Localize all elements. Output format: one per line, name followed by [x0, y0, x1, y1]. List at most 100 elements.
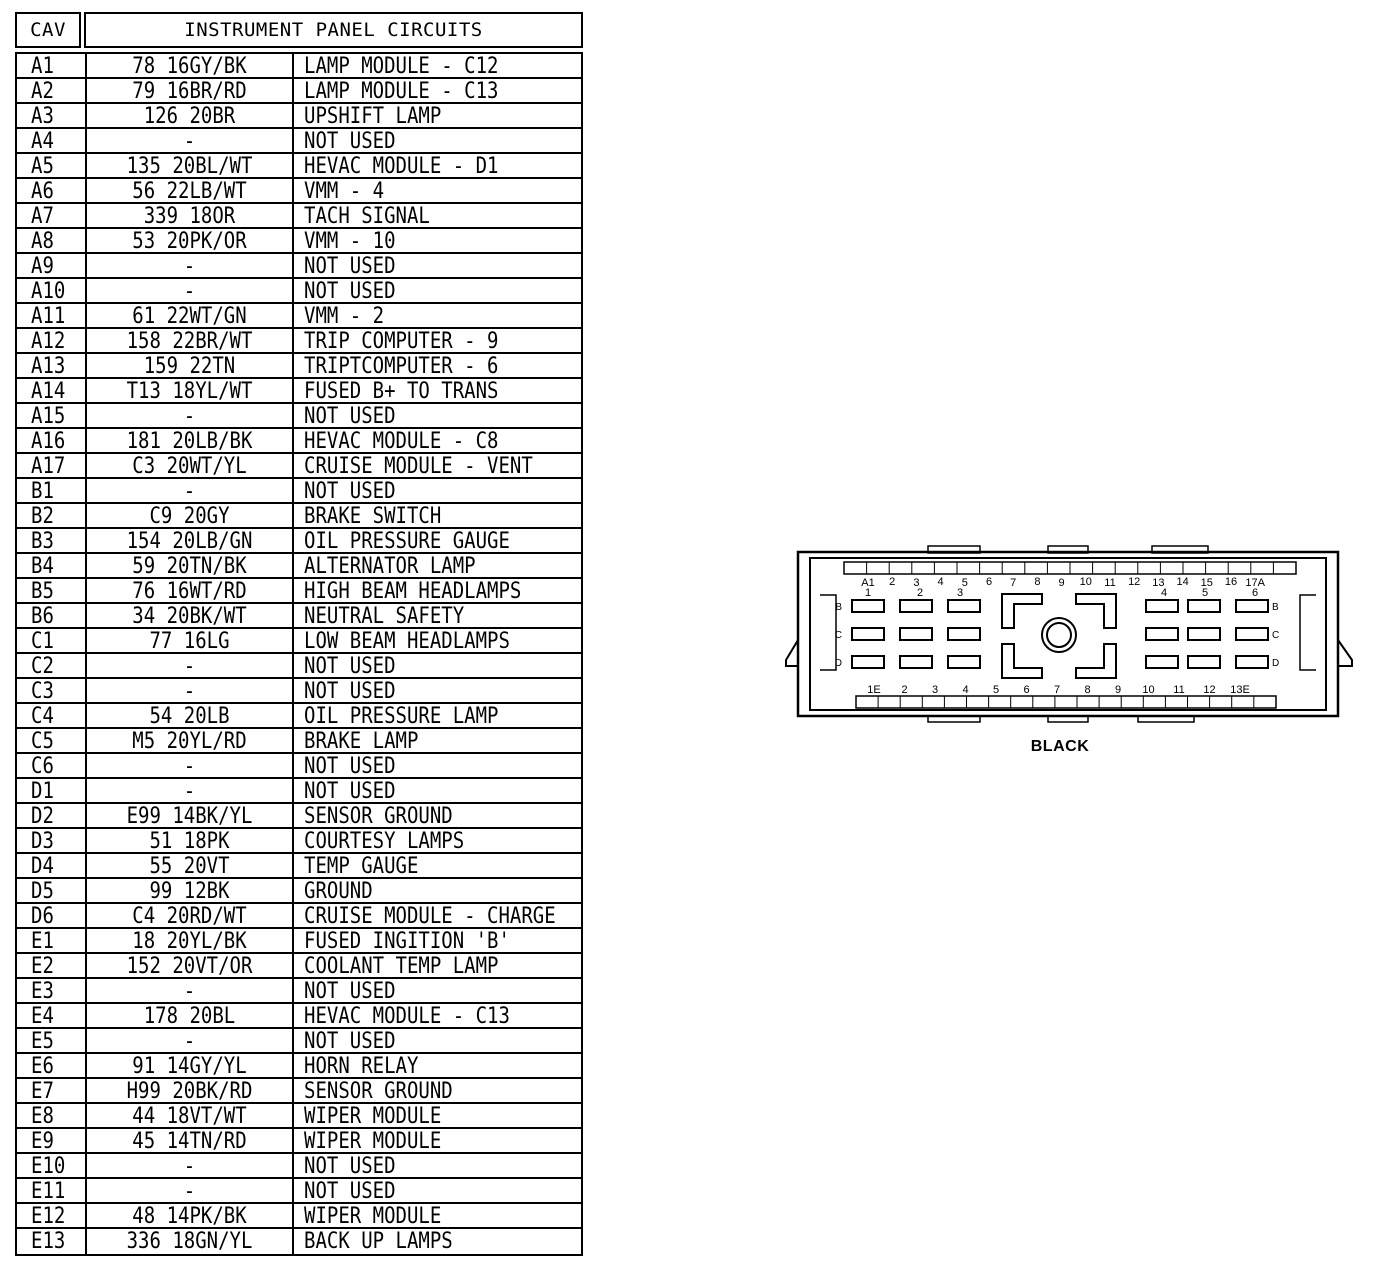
function-cell: TEMP GAUGE — [304, 853, 419, 879]
cav-cell: A16 — [31, 428, 66, 454]
table-row: A15-NOT USED — [17, 402, 581, 431]
pin-cavity — [947, 599, 981, 613]
pin-label-row-b: 6 — [1252, 587, 1258, 599]
cav-cell: A11 — [31, 303, 66, 329]
pin-cavity — [1235, 599, 1269, 613]
pin-cavity — [851, 599, 885, 613]
wire-cell: M5 20YL/RD — [85, 727, 294, 756]
function-cell: CRUISE MODULE - VENT — [304, 453, 533, 479]
row-letter-right: D — [1272, 658, 1279, 669]
function-cell: NOT USED — [304, 128, 396, 154]
function-cell: FUSED INGITION 'B' — [304, 928, 510, 954]
cav-cell: E10 — [31, 1153, 66, 1179]
function-cell: HEVAC MODULE - C8 — [304, 428, 499, 454]
table-row: A4 -NOT USED — [17, 127, 581, 156]
row-letter-right: C — [1272, 630, 1279, 641]
function-cell: BRAKE LAMP — [304, 728, 419, 754]
function-cell: OIL PRESSURE LAMP — [304, 703, 499, 729]
wire-cell: - — [85, 1177, 294, 1206]
pin-label-row-a: 17A — [1245, 577, 1265, 589]
table-row: B1-NOT USED — [17, 477, 581, 506]
wire-cell: 154 20LB/GN — [85, 527, 294, 556]
wire-cell: T13 18YL/WT — [85, 377, 294, 406]
cav-cell: E9 — [31, 1128, 54, 1154]
cav-cell: A4 — [31, 128, 54, 154]
connector-housing — [796, 550, 1340, 718]
pin-label-row-e: 5 — [993, 684, 999, 696]
pin-label-row-a: 2 — [889, 576, 895, 588]
cav-cell: B2 — [31, 503, 54, 529]
cav-cell: E11 — [31, 1178, 66, 1204]
wire-cell: C4 20RD/WT — [85, 902, 294, 931]
function-cell: NOT USED — [304, 278, 396, 304]
key-block-bottom-right — [1075, 643, 1117, 679]
wire-cell: - — [85, 977, 294, 1006]
pin-label-row-e: 11 — [1173, 684, 1184, 696]
table-header: CAV INSTRUMENT PANEL CIRCUITS — [15, 12, 583, 52]
function-cell: NOT USED — [304, 978, 396, 1004]
function-cell: NOT USED — [304, 1178, 396, 1204]
wire-cell: 77 16LG — [85, 627, 294, 656]
row-letter-left: B — [835, 602, 842, 613]
pin-label-row-b: 2 — [917, 587, 923, 599]
key-block-top-right — [1075, 593, 1117, 629]
cav-cell: A8 — [31, 228, 54, 254]
wire-cell: - — [85, 252, 294, 281]
pin-label-row-e: 7 — [1054, 684, 1060, 696]
row-letter-left: C — [835, 630, 842, 641]
wire-cell: 339 18OR — [85, 202, 294, 231]
wire-cell: 48 14PK/BK — [85, 1202, 294, 1231]
center-bolt-inner — [1046, 622, 1072, 648]
key-block-top-left — [1001, 593, 1043, 629]
cav-cell: A10 — [31, 278, 66, 304]
wire-cell: - — [85, 477, 294, 506]
wire-cell: 55 20VT — [85, 852, 294, 881]
wire-cell: 159 22TN — [85, 352, 294, 381]
function-cell: NOT USED — [304, 778, 396, 804]
cav-cell: E12 — [31, 1203, 66, 1229]
table-row: C2-NOT USED — [17, 652, 581, 681]
wire-cell: 126 20BR — [85, 102, 294, 131]
pin-label-row-e: 8 — [1084, 684, 1090, 696]
pin-label-row-a: 11 — [1104, 577, 1115, 589]
table-title: INSTRUMENT PANEL CIRCUITS — [84, 12, 583, 48]
pin-label-row-a: 8 — [1034, 576, 1040, 588]
pin-label-row-e: 9 — [1115, 684, 1121, 696]
key-block-bottom-left — [1001, 643, 1043, 679]
cav-cell: E4 — [31, 1003, 54, 1029]
cav-cell: E1 — [31, 928, 54, 954]
wire-cell: - — [85, 777, 294, 806]
function-cell: NOT USED — [304, 478, 396, 504]
cav-cell: A1 — [31, 53, 54, 79]
function-cell: WIPER MODULE — [304, 1128, 442, 1154]
function-cell: UPSHIFT LAMP — [304, 103, 442, 129]
cav-cell: E2 — [31, 953, 54, 979]
pin-cavity — [851, 655, 885, 669]
pin-label-row-e: 4 — [962, 684, 968, 696]
function-cell: HEVAC MODULE - C13 — [304, 1003, 510, 1029]
cav-cell: B5 — [31, 578, 54, 604]
wire-cell: 79 16BR/RD — [85, 77, 294, 106]
function-cell: VMM - 2 — [304, 303, 385, 329]
function-cell: NOT USED — [304, 653, 396, 679]
table-row: E11-NOT USED — [17, 1177, 581, 1206]
cav-cell: A2 — [31, 78, 54, 104]
wire-cell: - — [85, 127, 294, 156]
connector-inner-wall — [809, 557, 1327, 711]
function-cell: TACH SIGNAL — [304, 203, 430, 229]
wire-cell: 135 20BL/WT — [85, 152, 294, 181]
row-letter-right: B — [1272, 602, 1279, 613]
pin-label-row-a: 4 — [938, 576, 944, 588]
